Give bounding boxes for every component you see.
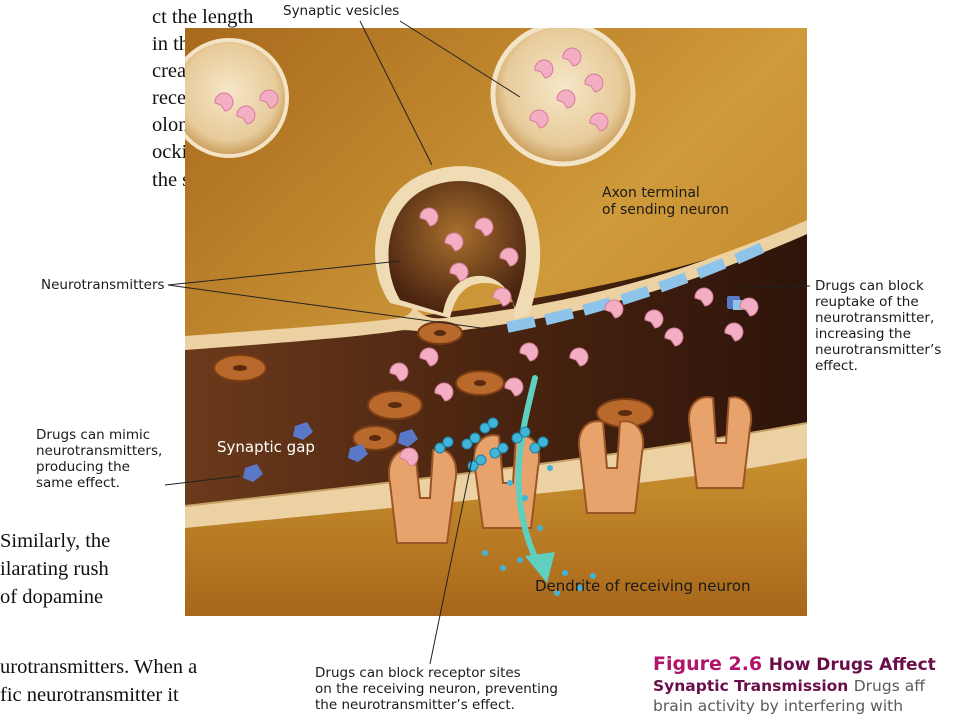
label-line: neurotransmitter,: [815, 310, 934, 326]
body-line: ct the length: [152, 7, 253, 28]
label-line: increasing the: [815, 326, 911, 342]
body-line: fic neurotransmitter it: [0, 685, 179, 706]
body-line: urotransmitters. When a: [0, 657, 197, 678]
label-line: the neurotransmitter’s effect.: [315, 697, 515, 713]
figure-title-part2: Synaptic Transmission: [653, 677, 848, 695]
label-line: Drugs can block: [815, 278, 924, 294]
label-line: neurotransmitters,: [36, 443, 162, 459]
label-line: reuptake of the: [815, 294, 919, 310]
caption-text-start: Drugs aff: [854, 677, 925, 695]
body-line: Similarly, the: [0, 531, 110, 552]
body-line: of dopamine: [0, 587, 103, 608]
label-line: on the receiving neuron, preventing: [315, 681, 558, 697]
synapse-illustration: [185, 28, 807, 616]
neurotransmitters-label: Neurotransmitters: [41, 277, 165, 293]
label-line: producing the: [36, 459, 130, 475]
label-line: Drugs can block receptor sites: [315, 665, 521, 681]
caption-text-line2: brain activity by interfering with: [653, 697, 966, 715]
figure-title-part1: How Drugs Affect: [769, 655, 936, 675]
label-line: effect.: [815, 358, 858, 374]
axon-terminal-label-line1: Axon terminal: [602, 185, 700, 201]
label-line: Drugs can mimic: [36, 427, 150, 443]
figure-number: Figure 2.6: [653, 653, 762, 675]
axon-terminal-label-line2: of sending neuron: [602, 202, 729, 218]
figure-caption: Figure 2.6 How Drugs Affect Synaptic Tra…: [653, 653, 966, 715]
label-line: same effect.: [36, 475, 120, 491]
body-line: ilarating rush: [0, 559, 109, 580]
synaptic-gap-label: Synaptic gap: [217, 439, 315, 455]
dendrite-label: Dendrite of receiving neuron: [535, 578, 751, 594]
label-line: neurotransmitter’s: [815, 342, 941, 358]
synaptic-vesicles-label: Synaptic vesicles: [283, 3, 399, 19]
